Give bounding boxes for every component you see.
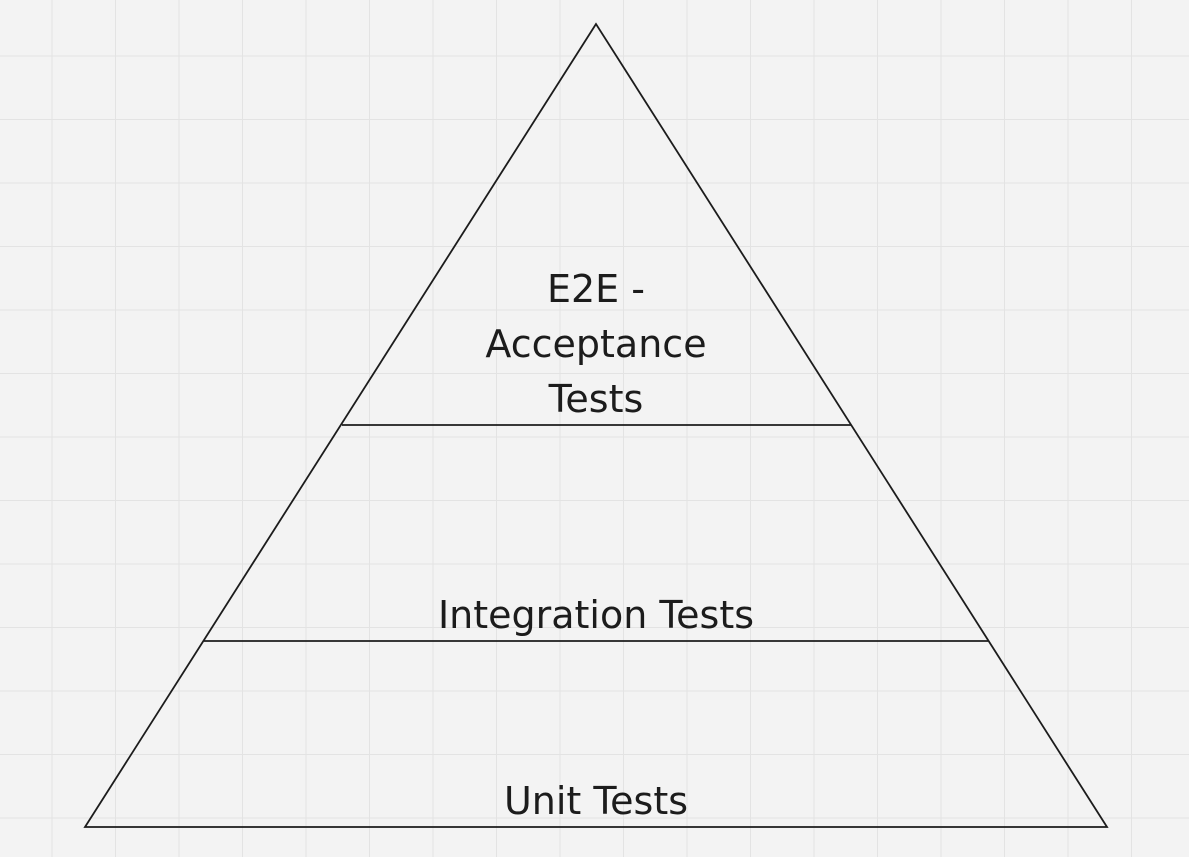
tier-label-unit[interactable]: Unit Tests — [503, 779, 689, 823]
tier-label-e2e-acceptance[interactable]: E2E - Acceptance Tests — [446, 262, 746, 427]
tier-label-e2e-line-1: E2E - — [547, 267, 645, 311]
pyramid-outline[interactable] — [83, 22, 1109, 828]
tier-label-e2e-line-3: Tests — [548, 377, 644, 421]
tier-label-e2e-line-2: Acceptance — [485, 322, 707, 366]
tier-label-integration[interactable]: Integration Tests — [437, 593, 755, 637]
